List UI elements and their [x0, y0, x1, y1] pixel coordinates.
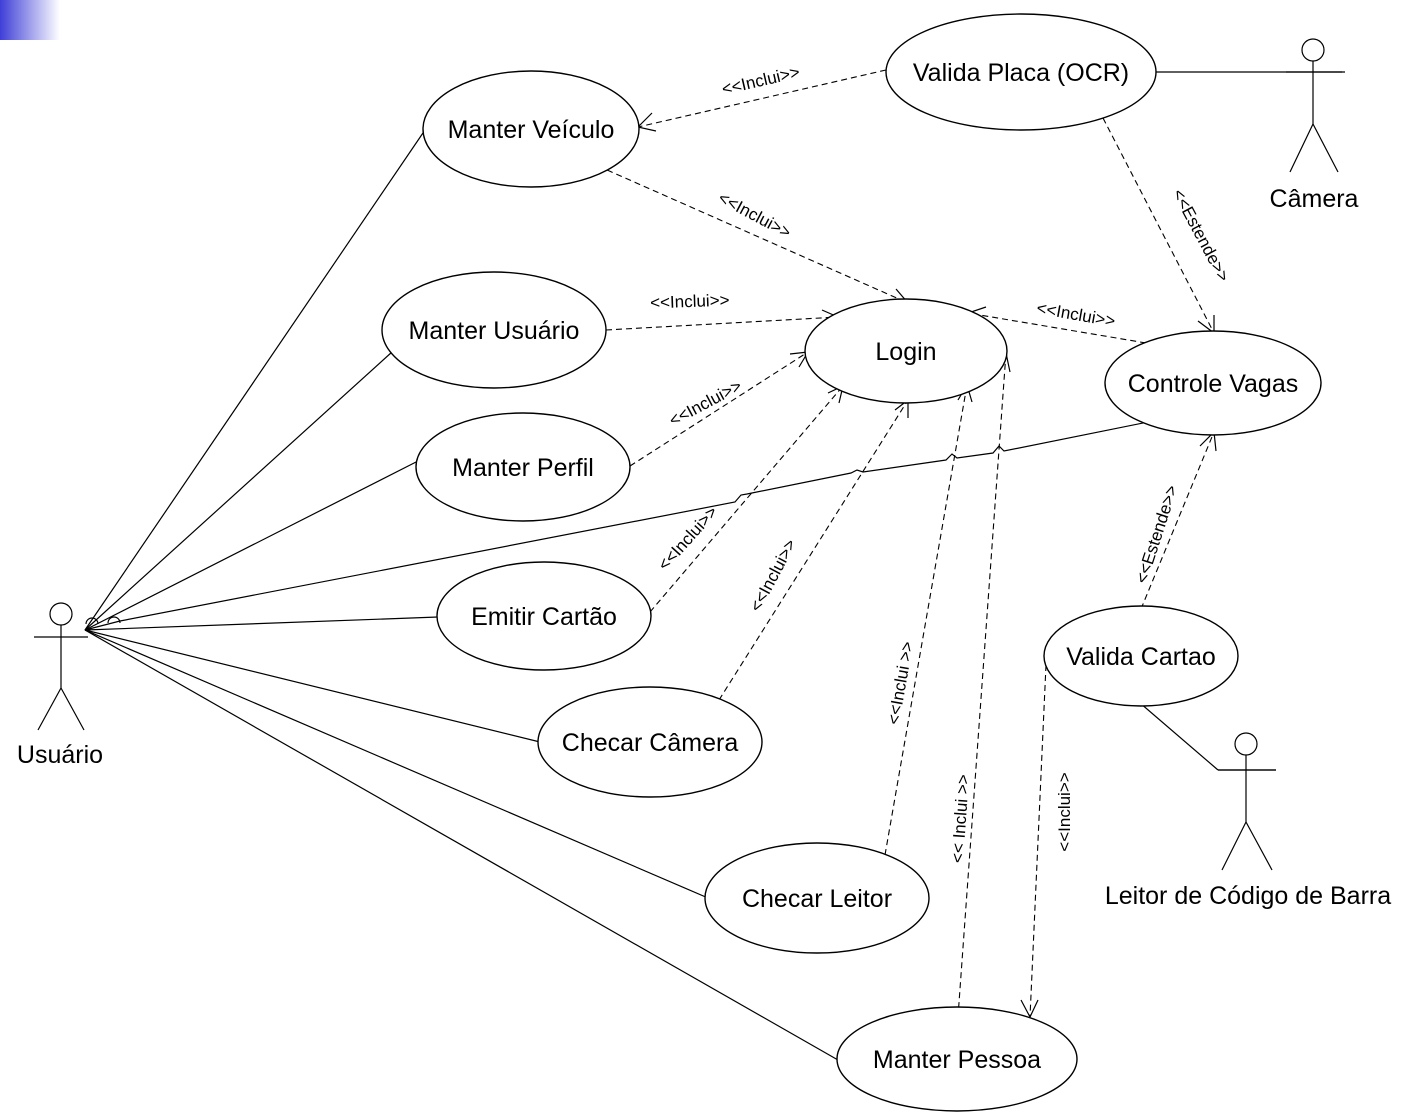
use-case-label: Manter Veículo	[448, 116, 615, 144]
label-estende-placa-vagas: <<Estende>>	[1169, 186, 1234, 285]
label-inclui-placa-veiculo: <<Inclui>>	[720, 62, 802, 98]
assoc-usuario-controle-vagas	[84, 421, 1149, 631]
use-case-checar-leitor[interactable]: Checar Leitor	[704, 842, 930, 954]
label-inclui-usuario-login: <<Inclui>>	[650, 291, 730, 313]
assoc-usuario-checar-leitor	[84, 629, 709, 899]
assoc-valida-cartao-leitor	[1139, 702, 1219, 771]
assoc-usuario-manter-perfil	[84, 459, 421, 631]
use-case-checar-camera[interactable]: Checar Câmera	[537, 686, 763, 798]
stick-figure-icon	[34, 602, 88, 731]
stick-figure-icon	[1286, 38, 1342, 173]
use-case-manter-perfil[interactable]: Manter Perfil	[415, 412, 631, 522]
label-inclui-cartao-pessoa: <<Inclui>>	[1055, 772, 1074, 851]
label-inclui-leitor-login: <<Inclui >>	[884, 640, 917, 726]
use-case-label: Checar Leitor	[742, 885, 892, 913]
use-case-label: Manter Pessoa	[873, 1046, 1041, 1074]
label-inclui-pessoa-login: << Inclui >>	[948, 774, 973, 864]
corner-decoration	[0, 0, 60, 40]
label-inclui-cartao-login: <<Inclui>>	[654, 502, 721, 574]
use-case-label: Valida Placa (OCR)	[913, 59, 1129, 87]
use-case-label: Manter Usuário	[409, 317, 580, 345]
usuario-line-hop-1	[85, 617, 99, 625]
assoc-usuario-checar-camera	[84, 629, 541, 743]
label-inclui-perfil-login: <<Inclui>>	[666, 376, 745, 430]
use-case-label: Controle Vagas	[1128, 370, 1298, 398]
actor-label: Leitor de Código de Barra	[1105, 882, 1391, 910]
use-case-manter-pessoa[interactable]: Manter Pessoa	[836, 1006, 1078, 1112]
assoc-usuario-manter-pessoa	[84, 629, 839, 1061]
use-case-emitir-cartao[interactable]: Emitir Cartão	[436, 561, 652, 671]
use-case-manter-veiculo[interactable]: Manter Veículo	[422, 70, 640, 188]
use-case-label: Emitir Cartão	[471, 603, 617, 631]
use-case-controle-vagas[interactable]: Controle Vagas	[1104, 330, 1322, 436]
use-case-manter-usuario[interactable]: Manter Usuário	[381, 271, 607, 389]
stick-figure-icon	[1218, 732, 1276, 871]
use-case-label: Login	[875, 338, 936, 366]
use-case-label: Valida Cartao	[1066, 643, 1216, 671]
use-case-valida-cartao[interactable]: Valida Cartao	[1043, 605, 1239, 707]
actor-label: Câmera	[1270, 185, 1359, 213]
usuario-line-hop-2	[107, 616, 121, 624]
assoc-usuario-manter-usuario	[84, 351, 393, 631]
assoc-usuario-emitir-cartao	[84, 616, 439, 631]
use-case-label: Manter Perfil	[452, 454, 594, 482]
label-inclui-veiculo-login: <<Inclui>>	[715, 188, 794, 242]
use-case-valida-placa[interactable]: Valida Placa (OCR)	[885, 13, 1157, 131]
use-case-login[interactable]: Login	[804, 298, 1008, 404]
assoc-usuario-manter-veiculo	[84, 129, 426, 631]
actor-camera[interactable]: Câmera	[1270, 38, 1359, 213]
actor-label: Usuário	[17, 741, 103, 769]
actor-usuario[interactable]: Usuário	[17, 602, 103, 769]
label-inclui-camera-login: <<Inclui>>	[746, 536, 800, 615]
use-case-label: Checar Câmera	[562, 729, 739, 757]
associations	[84, 71, 1345, 1061]
actor-leitor[interactable]: Leitor de Código de Barra	[1105, 732, 1391, 910]
